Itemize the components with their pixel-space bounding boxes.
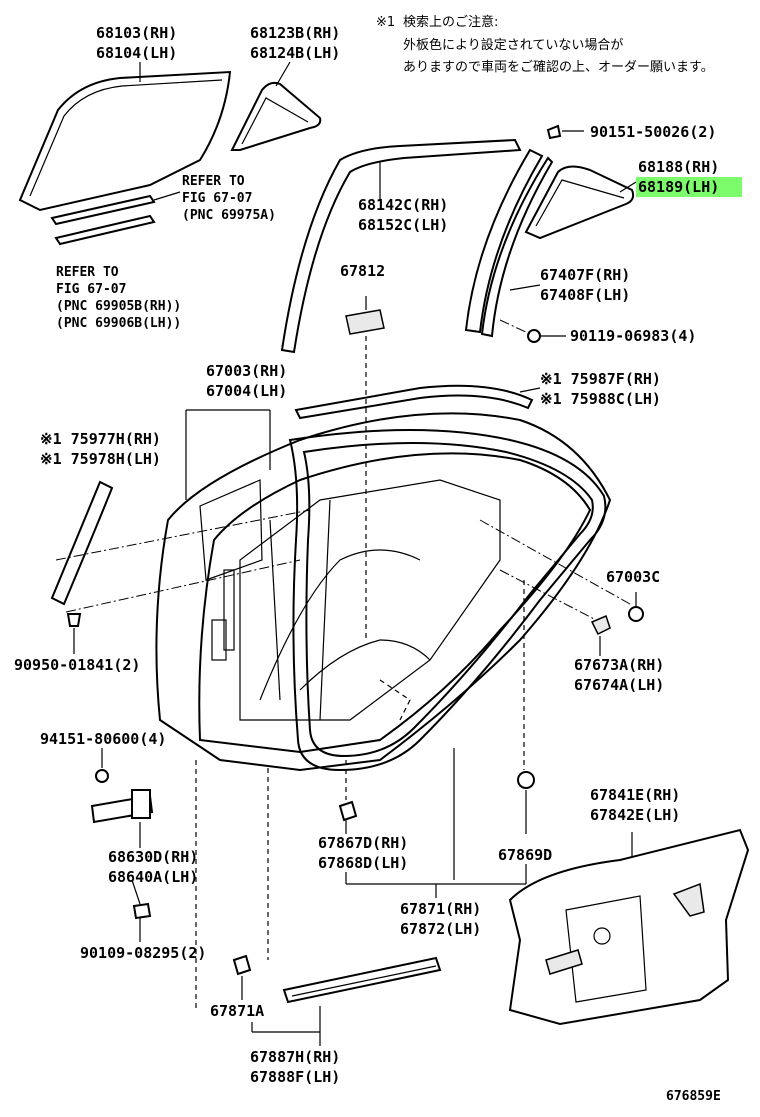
label-67869D: 67869D [498,846,552,864]
label-68630D: 68630D(RH) [108,848,198,866]
label-90950: 90950-01841(2) [14,656,140,674]
label-68124B: 68124B(LH) [250,44,340,62]
bolt-90119-drawing [499,319,566,343]
label-67872: 67872(LH) [400,920,481,938]
quarter-glass-drawing [230,61,322,151]
weatherstrip-drawing [288,429,607,880]
bolt-90109-drawing [131,879,152,942]
label-67407F: 67407F(RH) [540,266,630,284]
weatherstrip-leader [345,872,526,898]
note-line-2: 外板色により設定されていない場合が [403,37,623,53]
label-67888F: 67888F(LH) [250,1068,340,1086]
bolt-94151-drawing [95,748,109,783]
figure-id: 676859E [666,1089,721,1104]
label-67887H: 67887H(RH) [250,1048,340,1066]
screw-90151-drawing [546,124,584,140]
clip-67673A-drawing [590,614,611,656]
note-line-3: ありますので車両をご確認の上、オーダー願います。 [403,59,714,75]
label-68104: 68104(LH) [96,44,177,62]
pillar-moulding-drawing [50,480,114,606]
label-67868D: 67868D(LH) [318,854,408,872]
door-panel-drawing [155,409,612,772]
relation-lines [55,509,631,1010]
note-mark: ※1 [376,15,395,30]
label-refer2-a: REFER TO [56,265,119,280]
belt-moulding-drawing [50,191,181,246]
pad-67812-drawing [345,296,385,640]
label-90109: 90109-08295(2) [80,944,206,962]
upper-moulding-drawing [294,384,541,420]
label-67674A: 67674A(LH) [574,676,664,694]
label-refer1-c: (PNC 69975A) [182,208,276,223]
service-cover-drawing [508,828,750,1026]
label-75977H: ※1 75977H(RH) [40,430,161,448]
label-90119: 90119-06983(4) [570,327,696,345]
label-90151: 90151-50026(2) [590,123,716,141]
clip-90950-drawing [66,613,82,654]
division-bar-drawing [464,148,554,338]
label-67842E: 67842E(LH) [590,806,680,824]
label-refer2-c: (PNC 69905B(RH)) [56,299,181,314]
label-refer1-b: FIG 67-07 [182,191,252,206]
label-67812: 67812 [340,262,385,280]
part-labels: 68103(RH) 68104(LH) 68123B(RH) 68124B(LH… [14,24,742,1104]
label-67841E: 67841E(RH) [590,786,680,804]
door-glass-drawing [18,62,232,212]
label-75987F: ※1 75987F(RH) [540,370,661,388]
clip-67869D-drawing [517,771,535,884]
fixed-glass-drawing [524,165,637,240]
label-94151: 94151-80600(4) [40,730,166,748]
note-line-1: 検索上のご注意: [403,14,498,30]
highlight-68189 [636,177,742,197]
label-67003: 67003(RH) [206,362,287,380]
label-refer2-b: FIG 67-07 [56,282,126,297]
hinge-drawing [90,789,154,848]
label-68152C: 68152C(LH) [358,216,448,234]
lower-moulding-bracket [251,1006,321,1046]
clip-67867D-drawing [338,800,358,834]
run-channel-drawing [280,138,522,354]
label-68123B: 68123B(RH) [250,24,340,42]
label-67871A: 67871A [210,1002,264,1020]
label-67673A: 67673A(RH) [574,656,664,674]
label-68189: 68189(LH) [638,178,719,196]
label-75988C: ※1 75988C(LH) [540,390,661,408]
clip-67003C-drawing [628,592,644,622]
lower-moulding-drawing [232,954,442,1004]
label-67871: 67871(RH) [400,900,481,918]
label-68188: 68188(RH) [638,158,719,176]
caution-note: ※1 検索上のご注意: 外板色により設定されていない場合が ありますので車両をご… [376,14,714,75]
label-refer1-a: REFER TO [182,174,245,189]
label-68640A: 68640A(LH) [108,868,198,886]
label-68142C: 68142C(RH) [358,196,448,214]
label-67408F: 67408F(LH) [540,286,630,304]
label-67867D: 67867D(RH) [318,834,408,852]
label-75978H: ※1 75978H(LH) [40,450,161,468]
label-67004: 67004(LH) [206,382,287,400]
label-68103: 68103(RH) [96,24,177,42]
label-67003C: 67003C [606,568,660,586]
label-refer2-d: (PNC 69906B(LH)) [56,316,181,331]
